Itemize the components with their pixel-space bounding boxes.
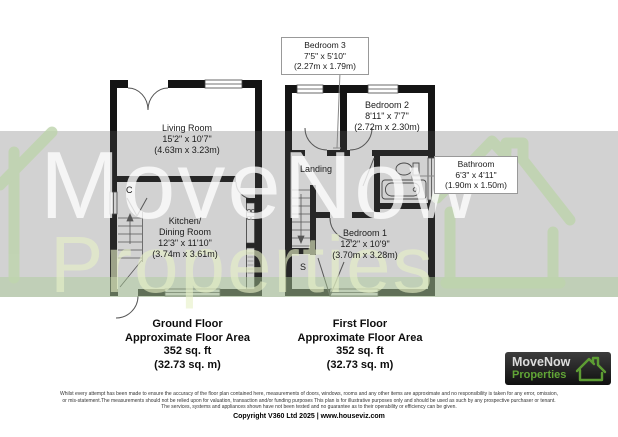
footer-disclaimer: Whilst every attempt has been made to en… [0,391,618,420]
kitchen-appliances [246,198,256,290]
door-arcs [304,127,375,297]
living-room-label: Living Room 15'2" x 10'7" (4.63m x 3.23m… [117,123,257,156]
living-room-dim-ft: 15'2" x 10'7" [162,134,212,144]
first-floor-plan [285,84,436,297]
ground-floor-area-m: (32.73 sq. m) [154,358,221,371]
living-room-name: Living Room [161,123,213,133]
ground-floor-area-ft: 352 sq. ft [163,345,212,357]
door-arcs [115,87,254,319]
bedroom2-dim-m: (2.72m x 2.30m) [354,122,420,132]
first-floor-area-ft: 352 sq. ft [336,345,384,357]
ground-floor-title: Ground Floor [152,318,223,330]
first-floor-walls [285,85,435,296]
ground-floor-walls [110,80,262,296]
ground-floor-subtitle: Approximate Floor Area [125,331,250,344]
callout-leader-lines [333,71,434,180]
disclaimer-line-3: The services, systems and appliances sho… [161,404,457,410]
logo-name: MoveNow [512,355,571,369]
kitchen-label: Kitchen/ Dining Room 12'3" x 11'10" (3.7… [115,216,255,260]
first-stairs [292,189,310,247]
agency-logo: MoveNow Properties [505,352,611,385]
bedroom1-label: Bedroom 1 12'2" x 10'9" (3.70m x 3.28m) [295,228,435,261]
first-floor-summary: First Floor Approximate Floor Area 352 s… [270,318,450,372]
kitchen-name-line1: Kitchen/ [168,216,202,226]
first-floor-subtitle: Approximate Floor Area [297,331,423,344]
storage-label: S [300,262,307,272]
kitchen-dim-m: (3.74m x 3.61m) [152,249,218,259]
logo-tagline: Properties [512,369,567,381]
bathroom-callout: Bathroom 6'3" x 4'11" (1.90m x 1.50m) [434,156,518,194]
bedroom3-name: Bedroom 3 [304,40,346,50]
window-symbol [109,79,243,297]
bedroom1-dim-ft: 12'2" x 10'9" [340,239,390,249]
bedroom2-name: Bedroom 2 [364,100,410,110]
bedroom1-dim-m: (3.70m x 3.28m) [332,250,398,260]
bedroom3-dim-m: (2.27m x 1.79m) [294,61,356,71]
logo-house-icon [575,356,607,382]
ground-floor-plan [109,79,262,319]
bathroom-dim-ft: 6'3" x 4'11" [455,169,497,180]
kitchen-name-line2: Dining Room [158,227,212,237]
bedroom2-dim-ft: 8'11" x 7'7" [365,111,409,121]
landing-label: Landing [300,164,333,174]
bathroom-fixtures [381,162,427,200]
disclaimer-line-2: or mis-statement.The measurements should… [62,397,556,404]
first-floor-area-m: (32.73 sq. m) [326,358,394,371]
bathroom-name: Bathroom [457,159,495,169]
cupboard-label: C [126,185,133,195]
first-floor-title: First Floor [332,318,388,330]
living-room-dim-m: (4.63m x 3.23m) [154,145,220,155]
copyright-line: Copyright V360 Ltd 2025 | www.houseviz.c… [233,412,385,420]
ground-stairs [118,212,143,288]
bedroom2-label: Bedroom 2 8'11" x 7'7" (2.72m x 2.30m) [317,100,457,133]
bathroom-dim-m: (1.90m x 1.50m) [445,180,507,190]
bedroom1-name: Bedroom 1 [342,228,388,238]
ground-floor-summary: Ground Floor Approximate Floor Area 352 … [95,318,280,372]
watermark-band [0,126,618,297]
disclaimer-line-1: Whilst every attempt has been made to en… [59,391,559,397]
bedroom3-dim-ft: 7'5" x 5'10" [304,50,346,61]
bedroom3-callout: Bedroom 3 7'5" x 5'10" (2.27m x 1.79m) [281,37,369,75]
kitchen-dim-ft: 12'3" x 11'10" [158,238,212,248]
